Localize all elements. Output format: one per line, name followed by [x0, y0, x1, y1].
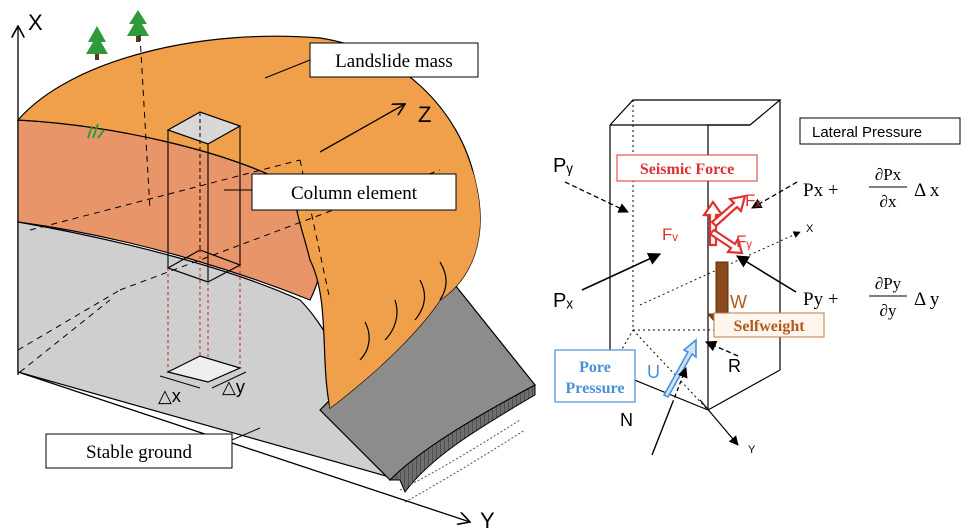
- svg-text:Δ x: Δ x: [914, 180, 940, 201]
- leader-landslide-mass: [264, 59, 311, 79]
- py-label: Pᵧ: [553, 155, 573, 177]
- y-axis-label: Y: [480, 508, 495, 532]
- prism-slip-diagonal: [632, 329, 709, 411]
- svg-text:Seismic Force: Seismic Force: [640, 161, 734, 178]
- svg-text:∂Px: ∂Px: [875, 165, 902, 184]
- prism-hidden-edges: [609, 100, 780, 371]
- r-arrow: [704, 340, 739, 357]
- px-increment-arrow: [751, 181, 798, 209]
- u-label: U: [647, 362, 660, 382]
- callout-landslide-mass: Landslide mass: [309, 42, 479, 78]
- svg-text:Lateral Pressure: Lateral Pressure: [812, 124, 922, 141]
- n-label: N: [620, 410, 633, 430]
- py-arrow: [564, 181, 629, 213]
- svg-text:∂x: ∂x: [880, 192, 897, 211]
- svg-text:Landslide mass: Landslide mass: [335, 51, 453, 72]
- svg-text:∂y: ∂y: [880, 301, 897, 320]
- seismic-force-arrows: [701, 194, 747, 255]
- r-label: R: [728, 356, 741, 376]
- column-force-diagram: Lateral Pressure Seismic Force Pᵧ Pₓ X Y…: [553, 99, 961, 456]
- column-element: [159, 111, 247, 389]
- py-increment-arrow: [735, 255, 797, 293]
- svg-text:Stable ground: Stable ground: [86, 442, 193, 463]
- equation-py-increment: Py + ∂Py ∂y Δ y: [803, 274, 940, 320]
- n-arrow-solid: [651, 403, 673, 456]
- callout-stable-ground: Stable ground: [45, 433, 233, 469]
- z-axis-line: [319, 104, 405, 153]
- landslide-front-bulge: [300, 156, 481, 408]
- fx-label: Fₓ: [745, 191, 761, 210]
- pore-pressure-label-box: Pore Pressure: [554, 349, 636, 403]
- px-arrow: [581, 253, 662, 291]
- y-axis-line: [17, 371, 470, 522]
- svg-text:Py +: Py +: [803, 289, 839, 310]
- svg-text:Column element: Column element: [291, 183, 418, 204]
- seismic-force-label-box: Seismic Force: [616, 154, 758, 182]
- px-label: Pₓ: [553, 290, 573, 312]
- grass-icon: [87, 123, 105, 139]
- w-label: W: [730, 292, 747, 312]
- pore-pressure-arrow: [662, 338, 697, 399]
- y-axis-internal-label: Y: [748, 444, 756, 456]
- y-axis-internal: [699, 399, 739, 446]
- landslide-diagram: X Z Y: [17, 10, 536, 532]
- equation-px-increment: Px + ∂Px ∂x Δ x: [803, 165, 940, 211]
- tree-icon: [86, 26, 108, 60]
- lateral-pressure-label-box: Lateral Pressure: [799, 117, 961, 145]
- tree-icon: [127, 10, 149, 42]
- fy-label: Fᵧ: [736, 232, 752, 251]
- x-axis-label: X: [28, 10, 43, 35]
- fv-label: Fᵥ: [662, 225, 678, 244]
- svg-text:Px +: Px +: [803, 180, 839, 201]
- svg-text:Pressure: Pressure: [566, 380, 625, 397]
- svg-text:Pore: Pore: [579, 359, 611, 376]
- z-axis-label: Z: [418, 102, 431, 127]
- delta-x-label: △x: [158, 386, 181, 406]
- x-axis-internal: [639, 231, 801, 306]
- svg-text:Selfweight: Selfweight: [733, 318, 805, 335]
- callout-column-element: Column element: [251, 173, 457, 211]
- dashed-reference-lines: [17, 34, 441, 373]
- svg-text:∂Py: ∂Py: [875, 274, 902, 293]
- x-axis-internal-label: X: [806, 223, 814, 235]
- landslide-ridges: [359, 261, 447, 361]
- delta-y-label: △y: [222, 377, 245, 397]
- toe-fringe: [399, 419, 526, 503]
- rock-hatched-toe: [388, 384, 536, 494]
- selfweight-label-box: Selfweight: [713, 312, 825, 338]
- svg-text:Δ y: Δ y: [914, 289, 940, 310]
